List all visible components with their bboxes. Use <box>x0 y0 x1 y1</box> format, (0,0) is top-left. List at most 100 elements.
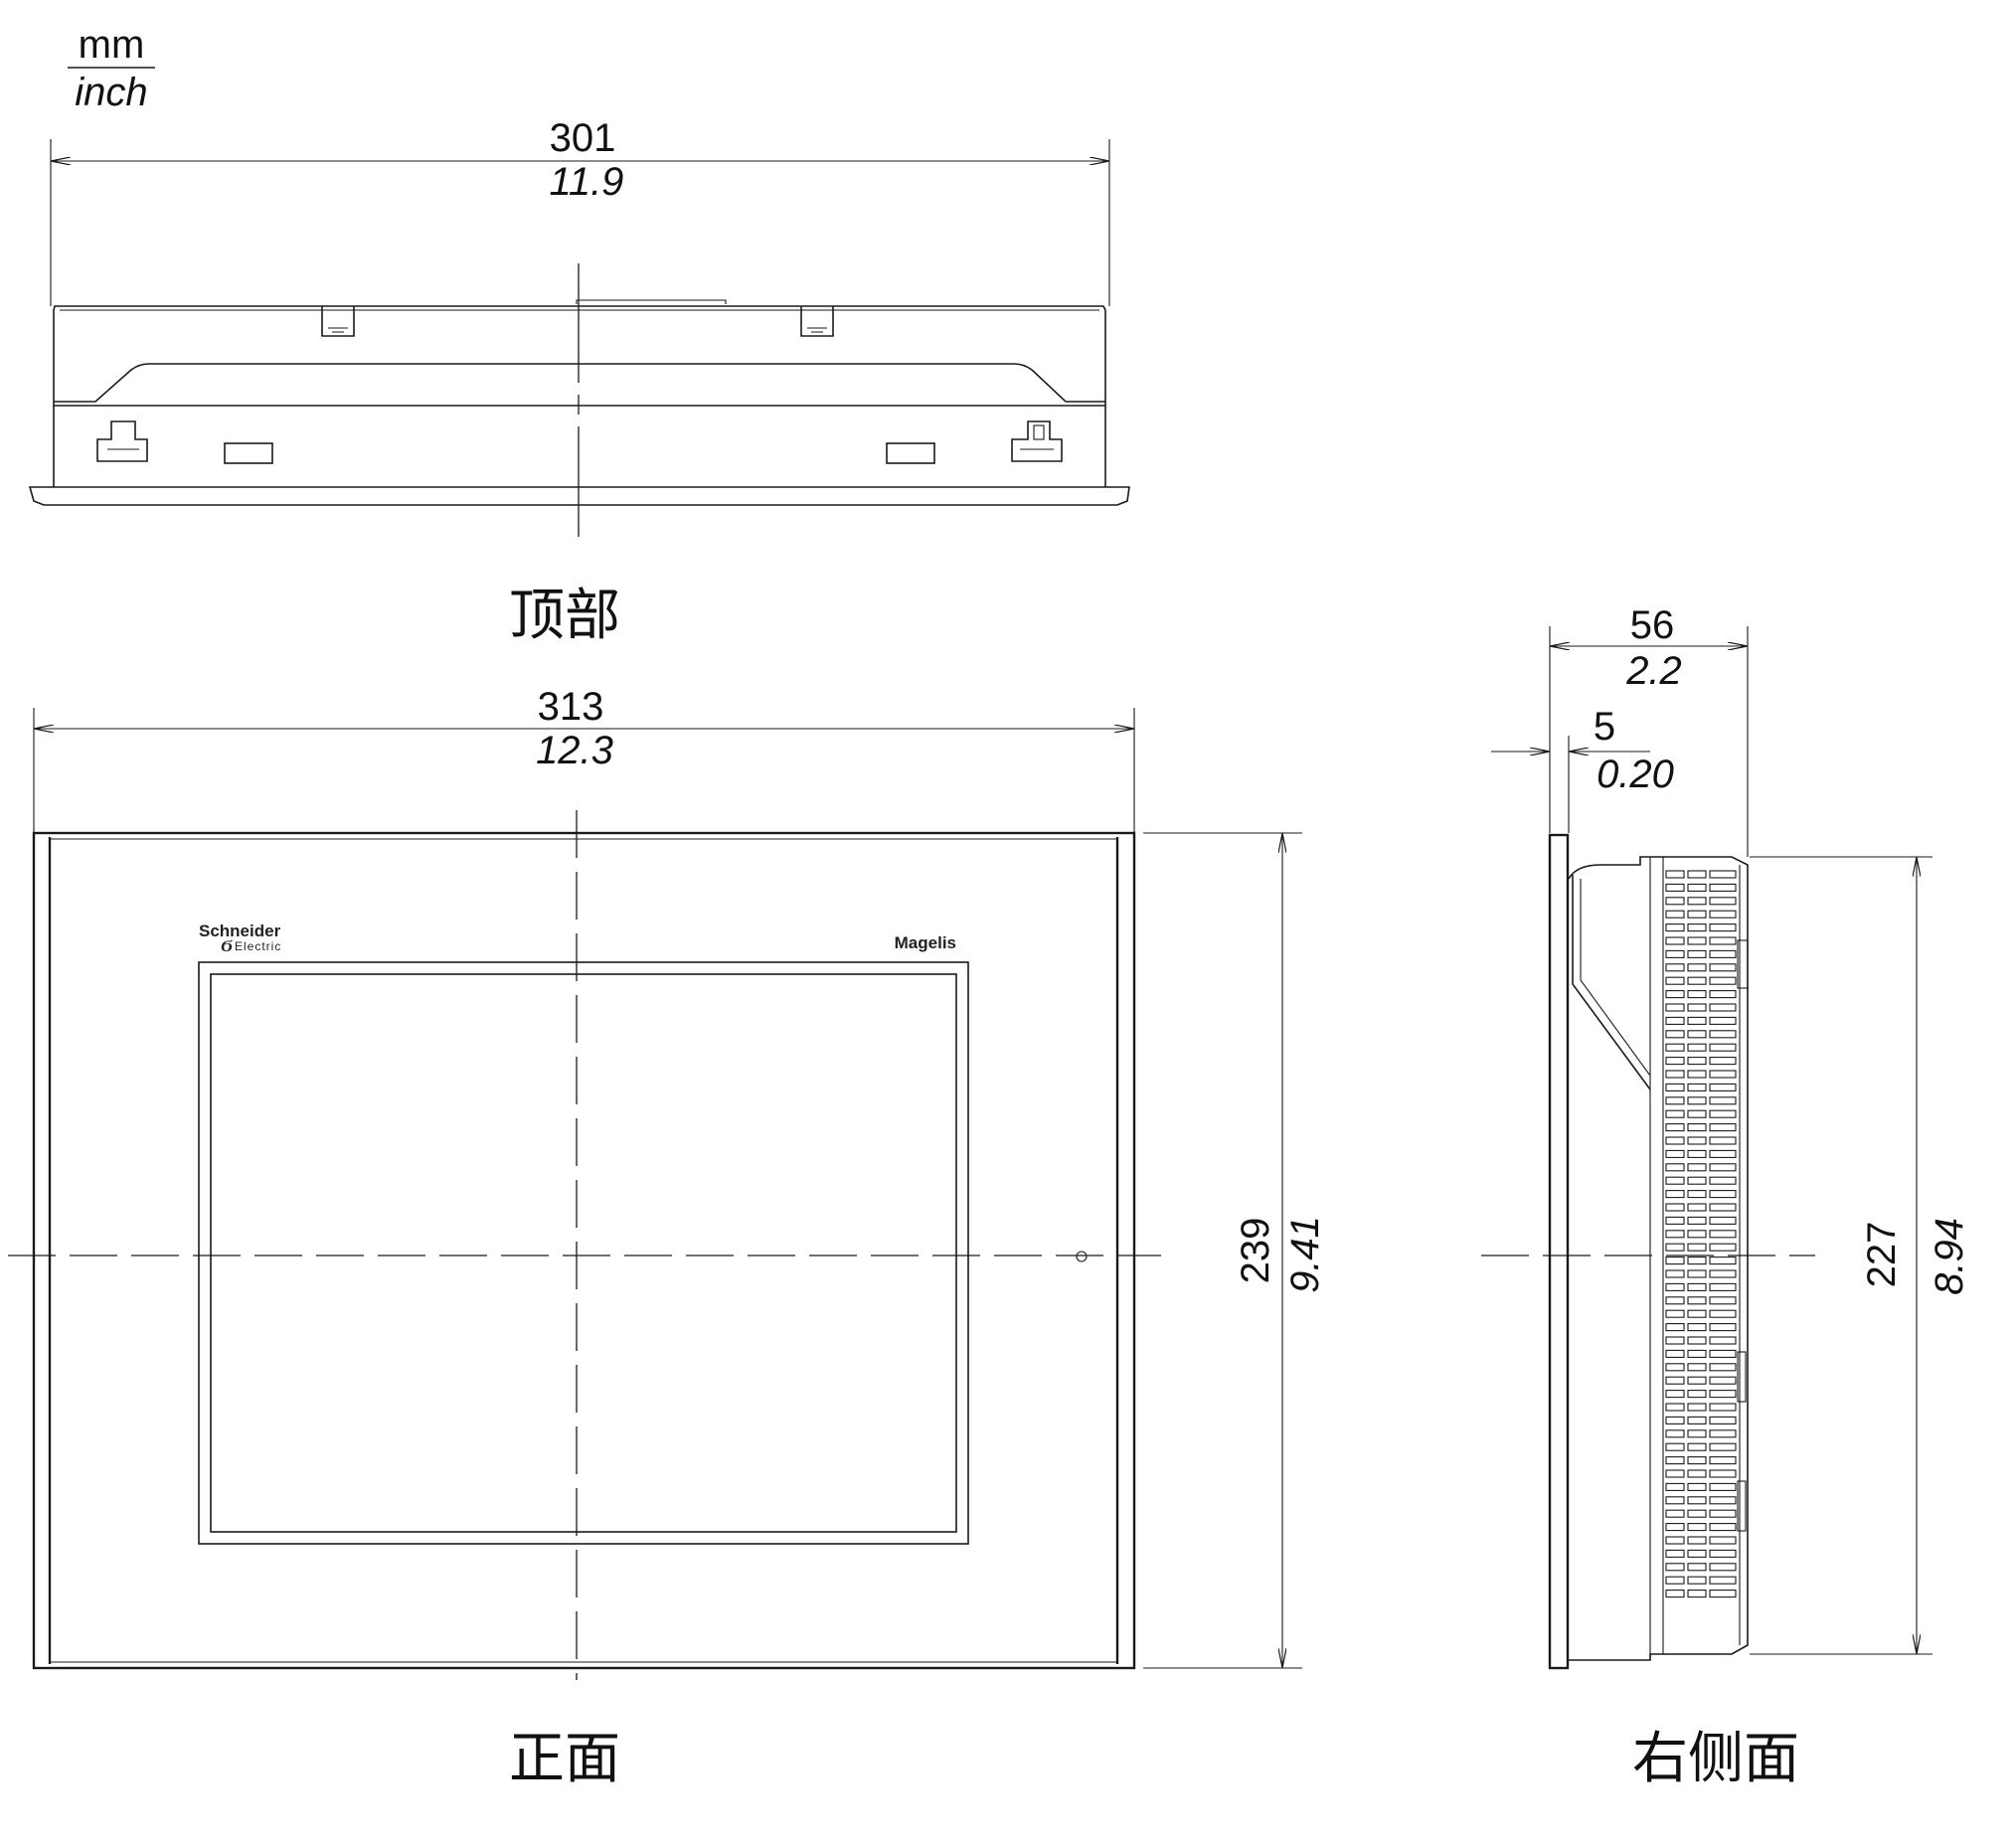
vent-slot <box>1687 1536 1707 1545</box>
side-bezel <box>1548 833 1570 1670</box>
vent-slot <box>1665 1083 1685 1091</box>
vent-slot <box>1709 923 1737 932</box>
vent-slot <box>1687 897 1707 906</box>
vent-slot <box>1665 883 1685 892</box>
vent-slot <box>1687 963 1707 972</box>
vent-slot <box>1665 976 1685 985</box>
schneider-logo-icon: Ϭ <box>221 936 233 955</box>
side-view-caption: 右侧面 <box>1632 1727 1799 1791</box>
vent-slot <box>1709 1003 1737 1012</box>
front-bezel <box>32 831 1136 1670</box>
vent-slot <box>1687 1230 1707 1239</box>
vent-slot <box>1709 1016 1737 1025</box>
vent-slot <box>1709 1336 1737 1345</box>
vent-slot <box>1687 1016 1707 1025</box>
vent-slot <box>1665 1203 1685 1212</box>
vent-slot <box>1687 1030 1707 1039</box>
side-height-inch: 8.94 <box>1928 1218 1971 1295</box>
vent-slot <box>1709 1416 1737 1424</box>
vent-slot <box>1665 1282 1685 1291</box>
vent-slot <box>1709 1590 1737 1598</box>
vent-slot <box>1709 936 1737 945</box>
vent-slot <box>1687 1109 1707 1118</box>
vent-slot <box>1665 1296 1685 1305</box>
vent-slot <box>1687 1482 1707 1491</box>
vent-slot <box>1665 1309 1685 1318</box>
vent-slot <box>1687 976 1707 985</box>
vent-slot <box>1687 1390 1707 1399</box>
top-width-mm: 301 <box>550 116 616 160</box>
display-screen <box>210 973 957 1533</box>
side-depth-mm: 56 <box>1630 603 1675 647</box>
front-height-mm: 239 <box>1234 1218 1277 1284</box>
vent-slot <box>1687 1282 1707 1291</box>
indicator-led-icon <box>1076 1251 1088 1262</box>
vent-slot <box>1665 1509 1685 1518</box>
vent-slot <box>1709 1363 1737 1372</box>
vent-slot <box>1709 1083 1737 1091</box>
vent-slot <box>1665 1109 1685 1118</box>
vent-slot <box>1665 1057 1685 1066</box>
units-secondary: inch <box>75 71 147 114</box>
vent-slot <box>1687 883 1707 892</box>
vent-slot <box>1665 1163 1685 1172</box>
vent-slot <box>1709 1442 1737 1451</box>
vent-slot <box>1687 1163 1707 1172</box>
vent-slot <box>1709 1563 1737 1572</box>
vent-slot <box>1665 1257 1685 1265</box>
vent-slot <box>1709 1549 1737 1558</box>
vent-slot <box>1709 1536 1737 1545</box>
vent-slot <box>1709 1123 1737 1132</box>
vent-slot <box>1687 1123 1707 1132</box>
vent-slot <box>1665 1442 1685 1451</box>
vent-slot <box>1687 870 1707 879</box>
vent-slot <box>1665 1523 1685 1532</box>
vent-slot <box>1709 1163 1737 1172</box>
vent-slot <box>1687 1323 1707 1332</box>
vent-slot <box>1687 1057 1707 1066</box>
vent-slot <box>1687 1149 1707 1158</box>
vent-slot <box>1665 1336 1685 1345</box>
vent-slot <box>1665 1176 1685 1185</box>
vent-slot <box>1665 1123 1685 1132</box>
vent-slot <box>1709 963 1737 972</box>
vent-slot <box>1665 1043 1685 1052</box>
front-width-mm: 313 <box>538 685 604 729</box>
vent-slot <box>1687 949 1707 958</box>
vent-slot <box>1687 1590 1707 1598</box>
vent-slot <box>1665 1269 1685 1278</box>
vent-slot <box>1709 976 1737 985</box>
side-bezel-mm: 5 <box>1594 705 1615 749</box>
vent-slot <box>1687 1509 1707 1518</box>
brand-schneider: Schneider <box>199 922 281 940</box>
vent-slot <box>1687 1070 1707 1079</box>
vent-slot <box>1709 1482 1737 1491</box>
vent-slot <box>1709 949 1737 958</box>
front-width-inch: 12.3 <box>536 729 613 772</box>
vent-slot <box>1687 1416 1707 1424</box>
front-view-caption: 正面 <box>509 1727 620 1791</box>
vent-slot <box>1687 1403 1707 1412</box>
vent-slot <box>1709 1096 1737 1105</box>
vent-slot <box>1709 1030 1737 1039</box>
vent-slot <box>1687 1190 1707 1199</box>
vent-slot <box>1665 1349 1685 1358</box>
vent-slot <box>1687 923 1707 932</box>
vent-slot <box>1687 1442 1707 1451</box>
vent-slot <box>1687 1309 1707 1318</box>
vent-slot <box>1665 870 1685 879</box>
vent-slot <box>1665 1190 1685 1199</box>
side-bezel-inch: 0.20 <box>1596 753 1674 796</box>
vent-slot <box>1665 949 1685 958</box>
vent-slot <box>1665 1482 1685 1491</box>
vent-slot <box>1687 910 1707 919</box>
vent-slot <box>1709 1429 1737 1438</box>
top-width-inch: 11.9 <box>550 160 624 204</box>
vent-slot <box>1665 1376 1685 1385</box>
vent-slot <box>1665 936 1685 945</box>
vent-slot <box>1665 1536 1685 1545</box>
vent-slot <box>1687 1429 1707 1438</box>
vent-slot <box>1709 990 1737 999</box>
vent-slot <box>1709 1176 1737 1185</box>
vent-slot <box>1709 1269 1737 1278</box>
